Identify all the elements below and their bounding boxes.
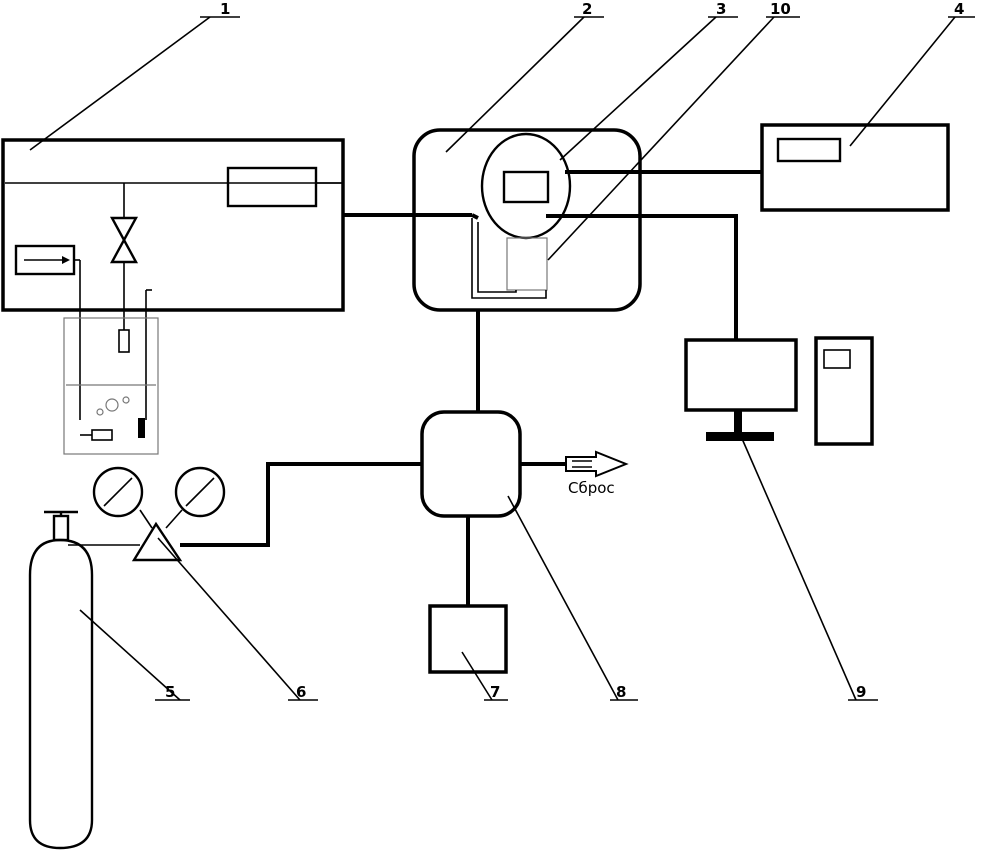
exhaust-arrow: [565, 450, 629, 478]
sensor-body-10: [471, 218, 548, 299]
label-7: 7: [490, 683, 500, 701]
exhaust-label: Сброс: [568, 479, 615, 497]
pressure-regulator-6: [68, 466, 226, 562]
label-3: 3: [716, 0, 726, 18]
label-8: 8: [616, 683, 626, 701]
label-4: 4: [954, 0, 964, 18]
gas-lines: [180, 170, 762, 606]
block-9-computer: [684, 336, 874, 446]
block-8-mixer: [420, 410, 522, 518]
thermostat-vessel: [63, 317, 159, 455]
block-7-unit: [428, 604, 508, 674]
label-6: 6: [296, 683, 306, 701]
block-4-indicator: [760, 123, 950, 212]
block-1-generator: [1, 138, 345, 420]
gas-cylinder-5: [28, 510, 94, 850]
label-1: 1: [220, 0, 230, 18]
label-2: 2: [582, 0, 592, 18]
label-10: 10: [770, 0, 791, 18]
label-5: 5: [165, 683, 175, 701]
label-9: 9: [856, 683, 866, 701]
leader-lines: [29, 16, 975, 701]
block-2-chamber: [412, 128, 642, 312]
